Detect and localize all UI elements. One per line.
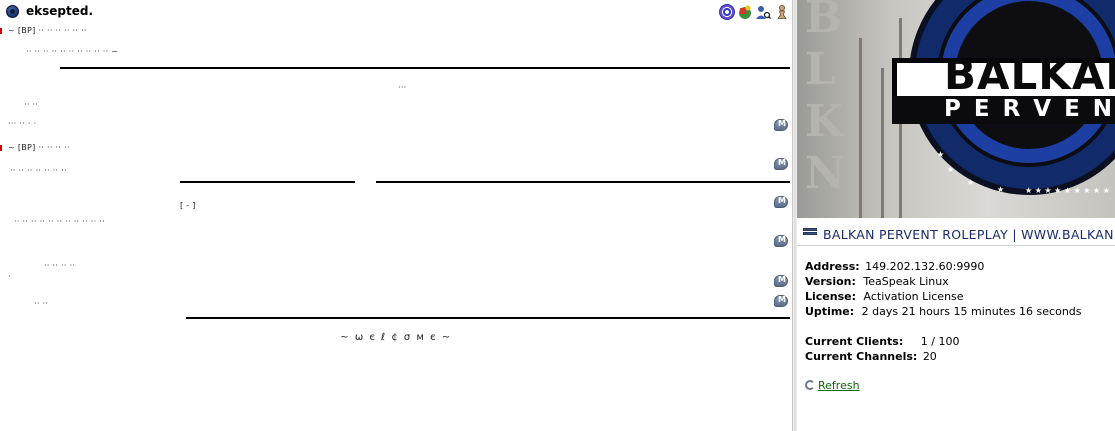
spacer-line (180, 181, 355, 183)
user-search-icon (755, 4, 772, 20)
logo-star: ★ (937, 150, 945, 159)
server-title: BALKAN PERVENT ROLEPLAY | WWW.BALKAN (823, 227, 1114, 242)
logo-star: ★ (997, 185, 1005, 194)
refresh-icon (805, 380, 815, 390)
logo-star: ★ (967, 178, 975, 187)
logo-band-dark (892, 96, 1115, 124)
version-row: Version: TeaSpeak Linux (805, 275, 949, 288)
banner-bg-letter: L (805, 44, 836, 95)
channels-label: Current Channels: (805, 350, 918, 363)
divider (797, 245, 1115, 246)
current-user-row[interactable]: eksepted. (0, 2, 792, 20)
away-status-icon (6, 5, 19, 18)
license-value: Activation License (863, 290, 964, 303)
channel-tree: eksepted. ~ [BP] ·· ·· ·· ·· ·· ·· ·· ··… (0, 0, 792, 431)
spacer-line (60, 67, 790, 69)
banner-bg-letter: N (805, 148, 846, 199)
channels-row: Current Channels: 20 (805, 350, 937, 363)
spacer-line (186, 317, 790, 319)
logo-star: ★ ★ ★ ★ ★ ★ ★ ★ ★ (1025, 186, 1110, 195)
channel-row[interactable]: ·· ·· ·· ·· ·· ·· ·· ·· ·· ·· ·· (14, 217, 105, 226)
uptime-value: 2 days 21 hours 15 minutes 16 seconds (861, 305, 1082, 318)
logo-text-balkan: BALKAN (944, 50, 1115, 99)
clients-value: 1 / 100 (920, 335, 960, 348)
channel-row[interactable]: ·· ·· (24, 100, 39, 109)
channel-row[interactable]: ~ [BP] ·· ·· ·· ·· ·· ·· (8, 26, 87, 35)
channel-marker (0, 145, 2, 151)
server-title-row: BALKAN PERVENT ROLEPLAY | WWW.BALKAN (803, 226, 1115, 244)
address-value: 149.202.132.60:9990 (865, 260, 985, 273)
channel-row[interactable]: ·· ·· ·· ·· ·· ·· ·· ·· ·· ·· ~ (26, 47, 119, 56)
license-row: License: Activation License (805, 290, 964, 303)
version-value: TeaSpeak Linux (863, 275, 949, 288)
banner-bg-letter: K (805, 96, 844, 147)
channel-row[interactable]: · (8, 272, 11, 281)
message-icon (774, 158, 788, 170)
channel-row[interactable]: ·· ·· ·· ·· (44, 261, 76, 270)
target-icon (719, 4, 735, 20)
channel-marker (0, 28, 2, 34)
pane-splitter[interactable] (792, 0, 797, 431)
refresh-link[interactable]: Refresh (818, 379, 860, 392)
channel-row[interactable]: ··· (398, 83, 407, 92)
channel-row[interactable]: ··· ·· · · (8, 119, 37, 128)
channel-row[interactable]: [ - ] (180, 201, 196, 210)
flag-icon (737, 4, 753, 20)
server-info-panel: B L K N ★ ★ ★ ★ ★ ★ ★ ★ ★ ★ ★ ★ ★ ★ BALK… (797, 0, 1115, 431)
address-label: Address: (805, 260, 860, 273)
channels-value: 20 (922, 350, 937, 363)
clients-row: Current Clients: 1 / 100 (805, 335, 959, 348)
message-icon (774, 196, 788, 208)
welcome-channel[interactable]: ~ ω є ℓ ¢ σ м є ~ (340, 332, 452, 343)
license-label: License: (805, 290, 856, 303)
spacer-line (376, 181, 790, 183)
message-icon (774, 295, 788, 307)
banner-bg-letter: B (805, 0, 843, 43)
chess-pawn-icon (774, 4, 790, 20)
message-icon (774, 235, 788, 247)
address-row: Address: 149.202.132.60:9990 (805, 260, 984, 273)
refresh-row[interactable]: Refresh (805, 379, 860, 392)
clients-label: Current Clients: (805, 335, 904, 348)
version-label: Version: (805, 275, 856, 288)
banner-tree (859, 38, 862, 218)
logo-big-star: ★ (905, 72, 925, 97)
message-icon (774, 275, 788, 287)
uptime-row: Uptime: 2 days 21 hours 15 minutes 16 se… (805, 305, 1082, 318)
channel-row[interactable]: ~ [BP] ·· ·· ·· ·· (8, 143, 70, 152)
server-banner: B L K N ★ ★ ★ ★ ★ ★ ★ ★ ★ ★ ★ ★ ★ ★ BALK… (797, 0, 1115, 218)
uptime-label: Uptime: (805, 305, 855, 318)
message-icon (774, 119, 788, 131)
logo-text-pervent: PERVEN (944, 96, 1115, 122)
user-nickname: eksepted. (26, 4, 94, 18)
banner-tree (881, 68, 884, 218)
channel-row[interactable]: ·· ·· (34, 299, 49, 308)
logo-star: ★ (947, 165, 955, 174)
channel-row[interactable]: ·· ·· ·· ·· ·· ·· ·· (10, 166, 67, 175)
server-icon (803, 228, 817, 239)
